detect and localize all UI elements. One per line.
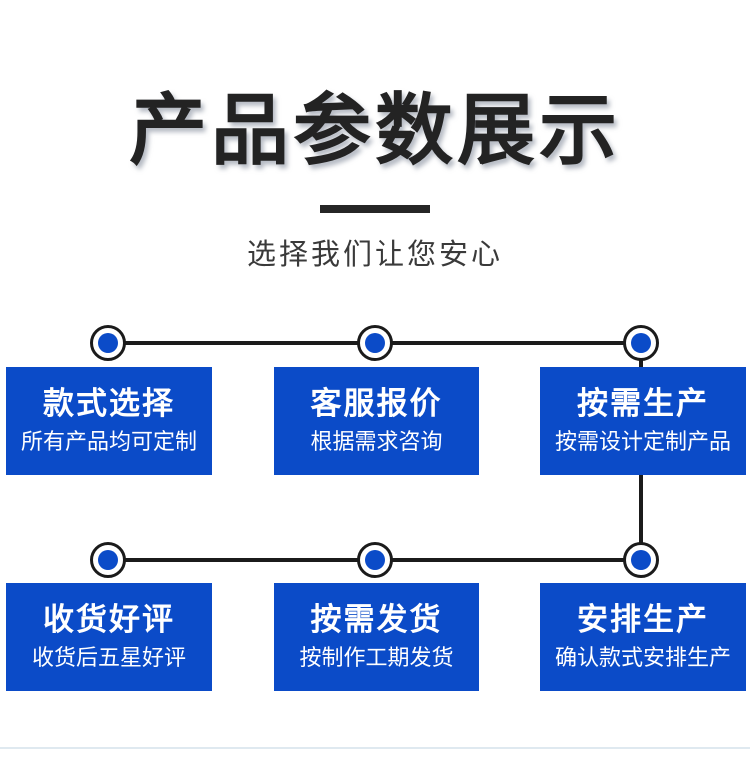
flow-node-dot-6[interactable] [623, 542, 659, 578]
flow-card-5-desc: 按制作工期发货 [299, 645, 454, 670]
flow-node-dot-1[interactable] [90, 325, 126, 361]
flow-card-6-desc: 确认款式安排生产 [554, 645, 731, 670]
flow-card-5-title: 按需发货 [310, 602, 443, 637]
flow-card-2-desc: 根据需求咨询 [310, 429, 443, 454]
flow-card-6[interactable]: 安排生产 确认款式安排生产 [540, 583, 746, 691]
flow-card-1-desc: 所有产品均可定制 [20, 429, 197, 454]
flow-card-3-title: 按需生产 [577, 386, 709, 421]
flow-node-dot-2[interactable] [357, 325, 393, 361]
page-title: 产品参数展示 [128, 86, 621, 174]
flow-card-2-title: 客服报价 [310, 386, 443, 421]
flow-card-1[interactable]: 款式选择 所有产品均可定制 [6, 367, 212, 475]
flow-card-5[interactable]: 按需发货 按制作工期发货 [274, 583, 479, 691]
flow-card-4[interactable]: 收货好评 收货后五星好评 [6, 583, 212, 691]
flow-node-dot-5[interactable] [357, 542, 393, 578]
page-subtitle: 选择我们让您安心 [246, 239, 503, 271]
flow-card-1-title: 款式选择 [43, 386, 175, 421]
flow-node-dot-3[interactable] [623, 325, 659, 361]
flow-card-6-title: 安排生产 [577, 602, 709, 637]
flow-card-3-desc: 按需设计定制产品 [554, 429, 731, 454]
header-section: 产品参数展示 选择我们让您安心 [0, 0, 750, 300]
bottom-divider [0, 747, 750, 749]
flow-node-dot-4[interactable] [90, 542, 126, 578]
title-divider [320, 205, 430, 213]
flow-card-3[interactable]: 按需生产 按需设计定制产品 [540, 367, 746, 475]
flow-card-4-desc: 收货后五星好评 [31, 645, 186, 670]
flow-card-2[interactable]: 客服报价 根据需求咨询 [274, 367, 479, 475]
flow-card-4-title: 收货好评 [43, 602, 175, 637]
